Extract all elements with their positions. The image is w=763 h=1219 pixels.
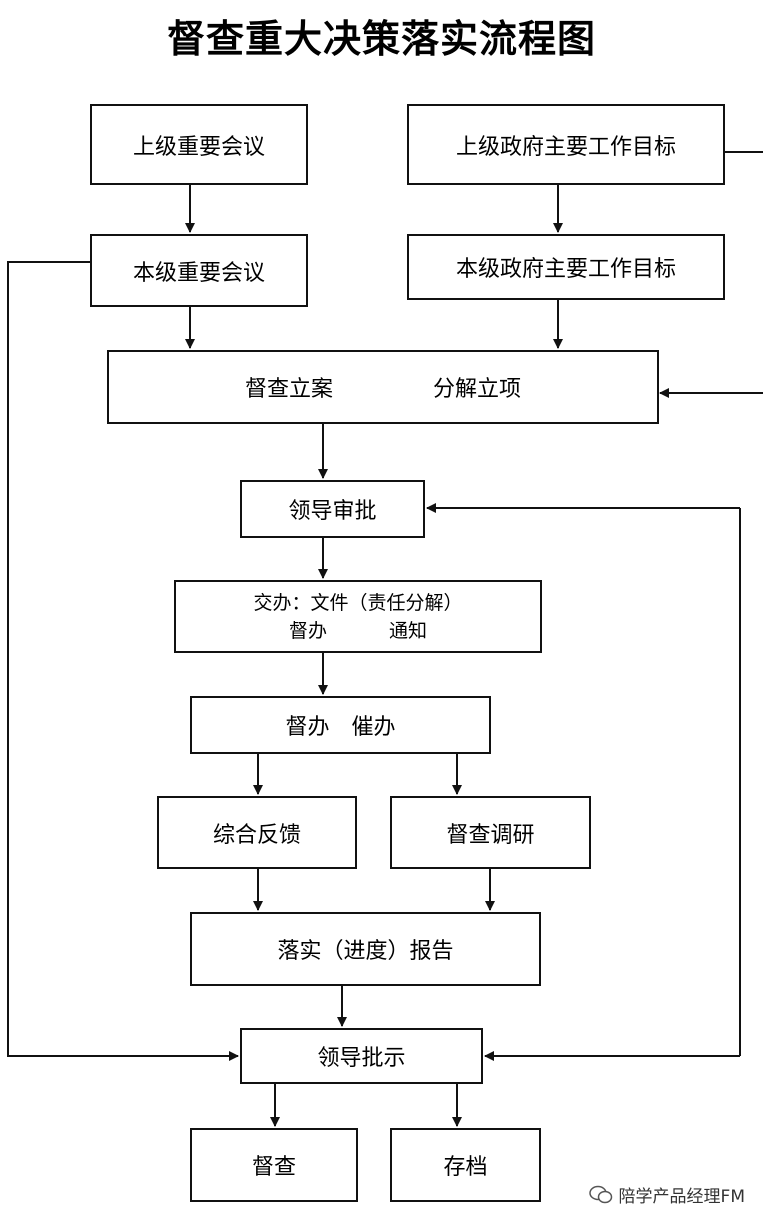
node-filing-label-right: 分解立项 — [433, 377, 522, 402]
node-upper-meeting-label: 上级重要会议 — [132, 134, 265, 160]
node-upper-meeting: 上级重要会议 — [90, 104, 308, 185]
node-leader-approval-label: 领导审批 — [288, 499, 377, 524]
watermark-text: 陪学产品经理FM — [618, 1187, 745, 1207]
watermark: 陪学产品经理FM — [588, 1182, 745, 1207]
node-report: 落实（进度）报告 — [190, 912, 541, 986]
node-upper-goal-label: 上级政府主要工作目标 — [455, 134, 676, 160]
node-filing: 督查立案 分解立项 — [107, 350, 659, 424]
node-archive-label: 存档 — [443, 1155, 488, 1180]
node-filing-label-left: 督查立案 — [244, 377, 333, 402]
node-leader-instruction-label: 领导批示 — [317, 1046, 406, 1071]
wechat-icon — [588, 1185, 612, 1203]
node-supervise-label-a: 督办 — [285, 715, 330, 740]
node-upper-goal: 上级政府主要工作目标 — [407, 104, 725, 185]
node-local-goal-label: 本级政府主要工作目标 — [455, 257, 676, 282]
node-report-label: 落实（进度）报告 — [277, 939, 454, 964]
node-assign-line2-a: 督办 — [288, 619, 327, 642]
node-supervise-label-b: 催办 — [351, 715, 396, 740]
node-research-label: 督查调研 — [446, 822, 535, 848]
node-local-meeting-label: 本级重要会议 — [132, 260, 265, 286]
arrow-local-meeting-to-instruction — [7, 261, 239, 1061]
node-feedback-label: 综合反馈 — [212, 822, 301, 848]
node-inspect-label: 督查 — [251, 1155, 296, 1180]
node-supervise: 督办 催办 — [190, 696, 491, 754]
node-archive: 存档 — [390, 1128, 541, 1202]
page-title: 督查重大决策落实流程图 — [166, 16, 596, 61]
node-assign-line1: 交办：文件（责任分解） — [253, 591, 463, 614]
node-local-goal: 本级政府主要工作目标 — [407, 234, 725, 300]
node-research: 督查调研 — [390, 796, 591, 869]
node-feedback: 综合反馈 — [157, 796, 357, 869]
node-assign-line2-b: 通知 — [389, 619, 428, 642]
node-inspect: 督查 — [190, 1128, 358, 1202]
node-leader-approval: 领导审批 — [240, 480, 425, 538]
node-leader-instruction: 领导批示 — [240, 1028, 483, 1084]
node-local-meeting: 本级重要会议 — [90, 234, 308, 307]
node-assign: 交办：文件（责任分解） 督办 通知 — [174, 580, 542, 653]
